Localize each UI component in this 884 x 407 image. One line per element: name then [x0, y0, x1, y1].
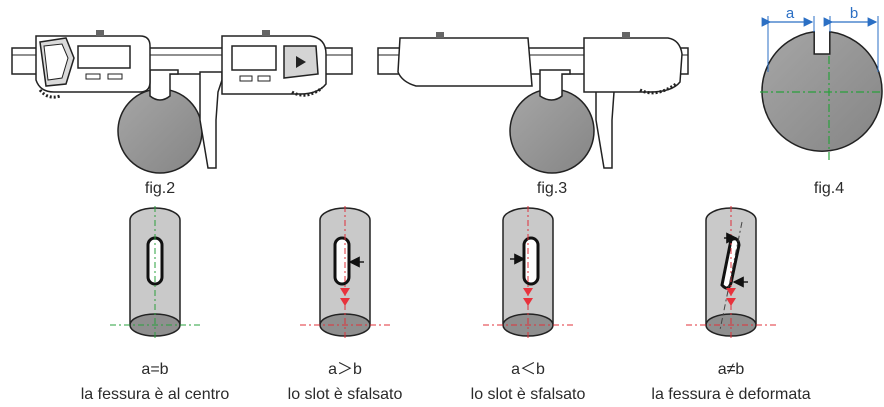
case-offset-left-caption: lo slot è sfalsato [470, 386, 586, 403]
fig3-caliper-head [397, 37, 533, 87]
case-offset-left-relation: a＜b [511, 361, 545, 378]
case-offset-left-cylinder [483, 206, 573, 340]
fig4-dim-a-label: a [786, 5, 795, 22]
case-deformed-caption: la fessura è deformata [651, 386, 811, 403]
fig2-workpiece-disc [117, 88, 203, 174]
case-offset-right-slot [333, 236, 351, 286]
case-offset-right-caption: lo slot è sfalsato [287, 386, 403, 403]
fig4-slot-cross-section [760, 16, 883, 162]
case-offset-right-relation: a＞b [328, 361, 362, 378]
fig2-play-icon [296, 56, 306, 68]
case-offset-right-cylinder [300, 206, 390, 340]
case-offset-left-slot [522, 236, 540, 286]
fig3-left-jaw [539, 69, 571, 101]
fig2-digital-caliper [11, 30, 353, 174]
case-deformed-cylinder [686, 206, 776, 340]
fig4-dim-b-label: b [850, 5, 858, 22]
fig2-left-jaw [149, 69, 179, 101]
fig3-slider-head [583, 37, 683, 93]
fig2-right-jaw [199, 71, 223, 169]
fig3-label: fig.3 [537, 180, 567, 197]
case-centered-relation: a=b [141, 361, 169, 378]
fig2-display [77, 45, 131, 69]
fig2-label: fig.2 [145, 180, 175, 197]
fig3-analog-caliper [377, 32, 689, 174]
case-centered-cylinder [110, 206, 200, 340]
fig4-label: fig.4 [814, 180, 844, 197]
case-deformed-relation: a≠b [717, 361, 745, 378]
fig3-workpiece-disc [509, 88, 595, 174]
case-centered-caption: la fessura è al centro [80, 386, 230, 403]
